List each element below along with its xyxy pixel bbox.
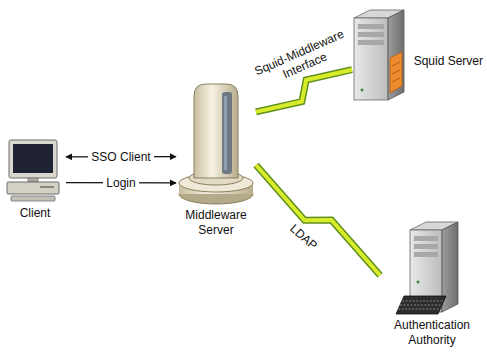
node-label: Squid Server [414,54,483,69]
node-label: Middleware Server [176,208,256,238]
connector-label: LDAP [287,221,320,252]
connector-label: SSO Client [88,150,153,164]
node-label: Client [4,206,66,221]
client-node: Client [4,132,66,224]
lightning-connector [256,165,380,275]
connector-label: Login [103,176,138,190]
computer-icon [7,140,59,201]
connector-label: Squid-Middleware Interface [247,25,355,93]
node-label: Authentication Authority [380,318,484,348]
middleware-node: Middleware Server [176,82,256,248]
server-node: Squid Server [352,6,485,104]
keyboard-icon [396,296,446,314]
server-icon [354,10,404,100]
server-node: Authentication Authority [380,220,484,358]
middleware-tower-icon [179,84,253,204]
